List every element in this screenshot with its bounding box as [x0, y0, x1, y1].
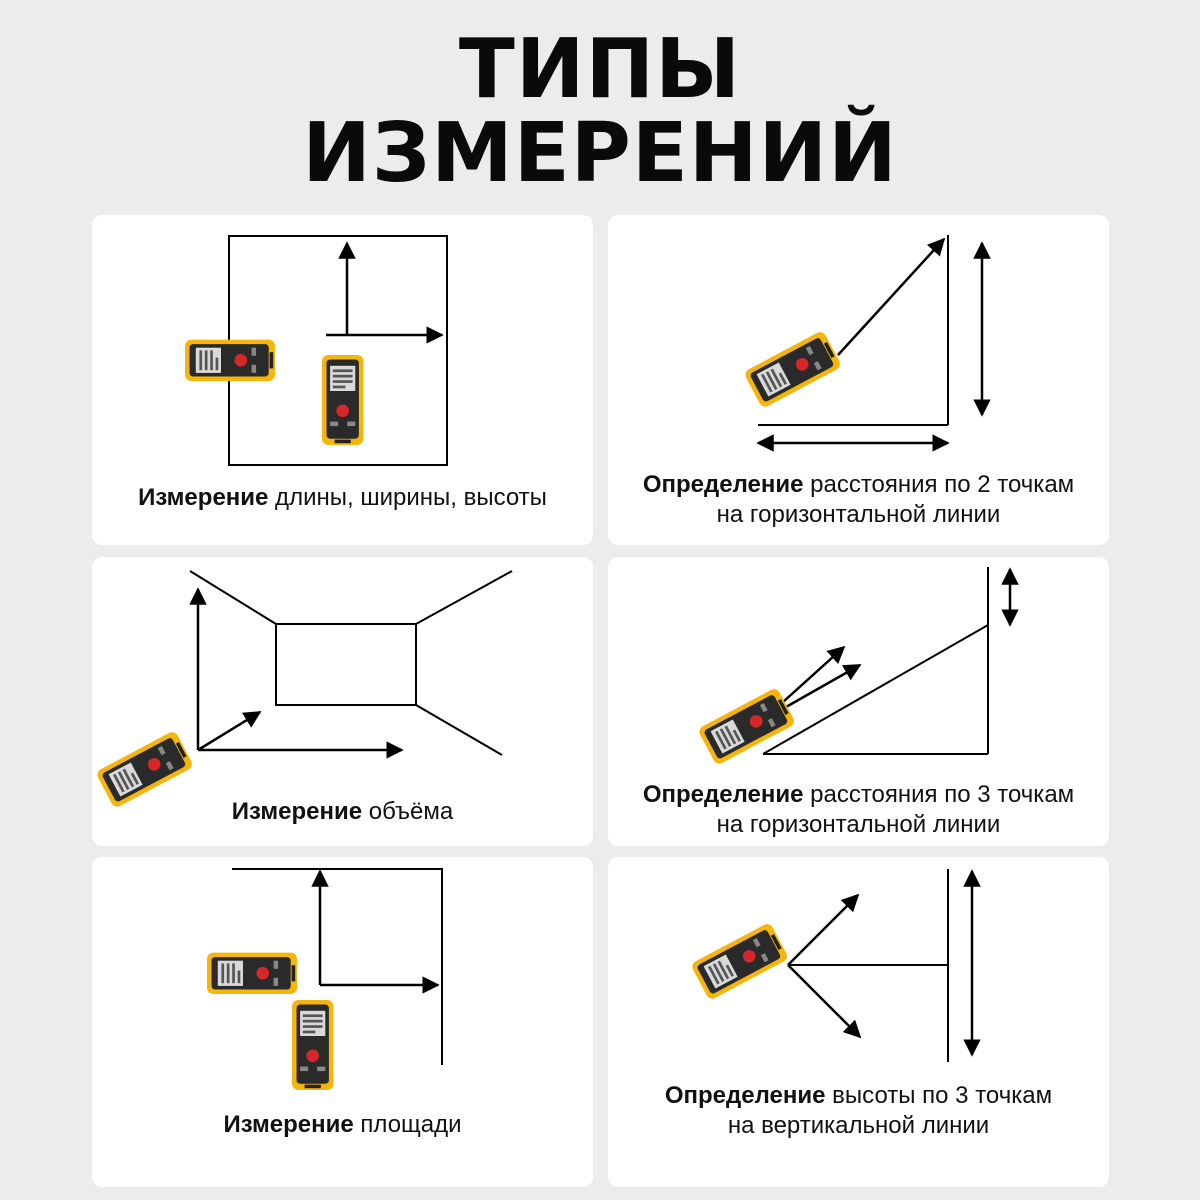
laser-rangefinder-icon: [690, 921, 790, 1001]
caption-line-2: на горизонтальной линии: [716, 501, 1001, 528]
caption: Измерение объёма: [92, 797, 593, 827]
caption-text: площади: [353, 1111, 462, 1138]
card-volume: Измерение объёма: [92, 557, 593, 846]
caption-line-2: на вертикальной линии: [727, 1112, 990, 1139]
caption-text: расстояния по 2 точкам: [803, 471, 1075, 498]
caption: Измерение площади: [92, 1110, 593, 1140]
laser-rangefinder-icon: [292, 1000, 334, 1090]
card-three-point-vertical: Определение высоты по 3 точкам на вертик…: [608, 857, 1109, 1187]
volume-diagram: [95, 570, 513, 809]
caption-bold: Измерение: [138, 484, 269, 511]
caption-text: длины, ширины, высоты: [268, 484, 547, 511]
caption-text: объёма: [362, 798, 454, 825]
caption-bold: Определение: [642, 781, 804, 808]
caption: Измерение длины, ширины, высоты: [92, 483, 593, 513]
laser-rangefinder-icon: [207, 952, 297, 994]
caption-line-2: на горизонтальной линии: [716, 811, 1001, 838]
card-length-width-height: Измерение длины, ширины, высоты: [92, 215, 593, 545]
caption-bold: Измерение: [231, 798, 363, 825]
caption-text: высоты по 3 точкам: [825, 1082, 1053, 1109]
laser-rangefinder-icon: [743, 329, 843, 409]
card-area: Измерение площади: [92, 857, 593, 1187]
caption: Определение высоты по 3 точкам на вертик…: [608, 1081, 1109, 1141]
two-point-horizontal-diagram: [743, 235, 991, 452]
laser-rangefinder-icon: [322, 355, 364, 445]
page-title: ТИПЫ ИЗМЕРЕНИЙ: [0, 28, 1200, 196]
area-diagram: [207, 868, 443, 1090]
card-two-point-horizontal: Определение расстояния по 2 точкам на го…: [608, 215, 1109, 545]
card-three-point-horizontal: Определение расстояния по 3 точкам на го…: [608, 557, 1109, 846]
caption-bold: Определение: [664, 1082, 826, 1109]
laser-rangefinder-icon: [185, 339, 275, 381]
caption: Определение расстояния по 3 точкам на го…: [608, 780, 1109, 840]
page-title-line-1: ТИПЫ: [458, 22, 742, 117]
caption-text: расстояния по 3 точкам: [803, 781, 1075, 808]
three-point-vertical-diagram: [690, 869, 981, 1062]
length-width-height-diagram: [185, 235, 448, 466]
caption: Определение расстояния по 2 точкам на го…: [608, 470, 1109, 530]
three-point-horizontal-diagram: [697, 567, 1019, 766]
caption-bold: Определение: [642, 471, 804, 498]
caption-bold: Измерение: [223, 1111, 354, 1138]
page-title-line-2: ИЗМЕРЕНИЙ: [302, 106, 898, 201]
